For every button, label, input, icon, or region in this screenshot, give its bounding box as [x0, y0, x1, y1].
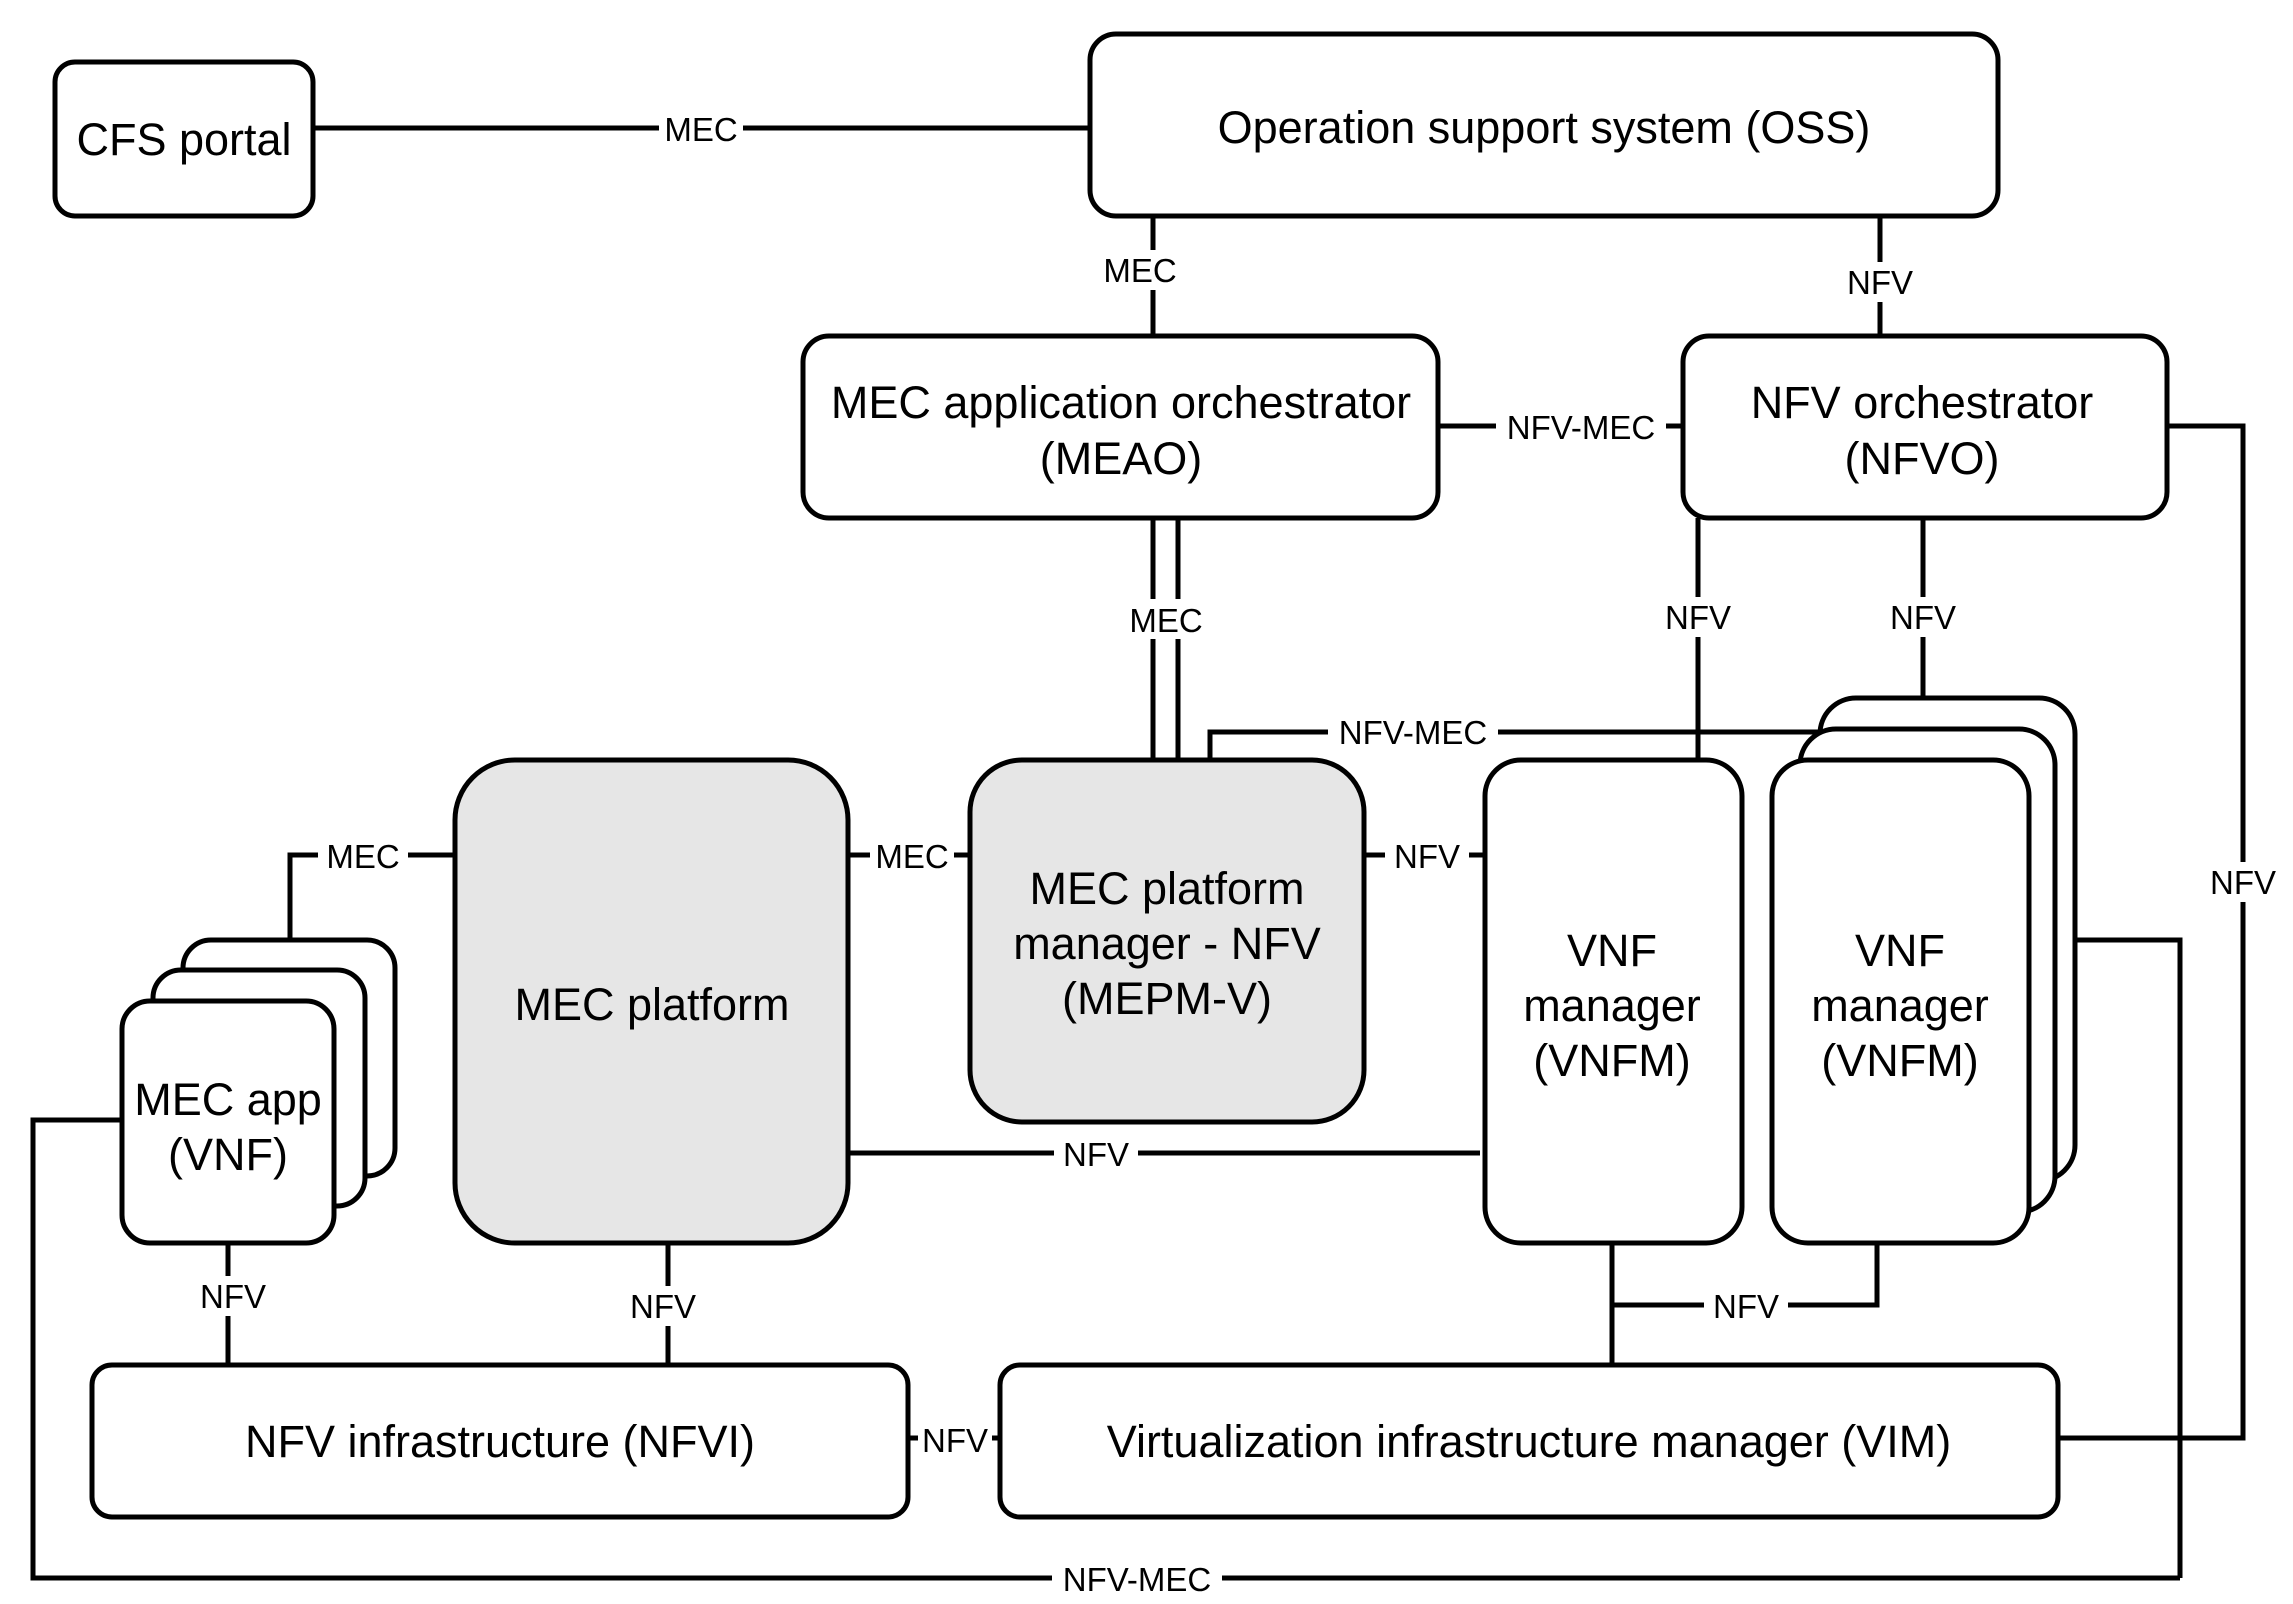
vnfm2-label-line2: manager	[1811, 980, 1989, 1031]
label-vnfm-vim: NFV	[1704, 1286, 1788, 1325]
label-platform-nfvi: NFV	[622, 1286, 706, 1326]
label-platform-vnfm1: NFV	[1054, 1134, 1138, 1173]
svg-text:NFV: NFV	[1713, 1288, 1779, 1325]
oss-box[interactable]: Operation support system (OSS)	[1087, 31, 2001, 219]
vnfm2-stack[interactable]: VNF manager (VNFM)	[1769, 695, 2078, 1246]
vnfm1-label-line2: manager	[1523, 980, 1701, 1031]
label-oss-nfvo: NFV	[1838, 262, 1922, 302]
label-nfvo-vim: NFV	[2203, 862, 2283, 902]
svg-text:MEC: MEC	[1103, 252, 1176, 289]
mec-app-label-line2: (VNF)	[168, 1129, 288, 1180]
cfs-portal-label: CFS portal	[76, 114, 291, 165]
meao-label-line1: MEC application orchestrator	[831, 377, 1411, 428]
label-nfvo-vnfm2: NFV	[1881, 597, 1965, 637]
svg-text:NFV: NFV	[1394, 838, 1460, 875]
link-vnfm2-vim-side	[2077, 937, 2183, 1578]
link-nfvo-vim	[2058, 423, 2246, 1441]
svg-text:NFV: NFV	[1665, 599, 1731, 636]
label-cfs-oss: MEC	[659, 110, 743, 148]
vnfm1-label-line1: VNF	[1567, 925, 1657, 976]
label-oss-meao: MEC	[1100, 250, 1206, 290]
label-mepm-vnfm1: NFV	[1385, 836, 1469, 875]
vnfm2-label-line1: VNF	[1855, 925, 1945, 976]
vnfm1-label-line3: (VNFM)	[1533, 1035, 1690, 1086]
oss-label: Operation support system (OSS)	[1218, 102, 1871, 153]
nfvo-box[interactable]: NFV orchestrator (NFVO)	[1680, 333, 2170, 521]
svg-text:NFV: NFV	[200, 1278, 266, 1315]
vim-box[interactable]: Virtualization infrastructure manager (V…	[997, 1362, 2061, 1520]
mepm-label-line3: (MEPM-V)	[1062, 973, 1272, 1024]
label-mepm-vnfm: NFV-MEC	[1328, 713, 1498, 751]
svg-text:NFV-MEC: NFV-MEC	[1339, 714, 1488, 751]
vnfm1-box[interactable]: VNF manager (VNFM)	[1482, 757, 1745, 1246]
nfvo-label-line2: (NFVO)	[1845, 433, 2000, 484]
svg-text:NFV: NFV	[1847, 264, 1913, 301]
vim-label: Virtualization infrastructure manager (V…	[1107, 1416, 1952, 1467]
link-mepm-vnfm	[1207, 729, 1820, 766]
nfvo-label-line1: NFV orchestrator	[1751, 377, 2094, 428]
svg-text:NFV: NFV	[1890, 599, 1956, 636]
meao-label-line2: (MEAO)	[1040, 433, 1203, 484]
label-app-platform: MEC	[318, 836, 408, 875]
svg-text:NFV: NFV	[1063, 1136, 1129, 1173]
mec-app-label-line1: MEC app	[134, 1074, 322, 1125]
svg-text:MEC: MEC	[664, 111, 737, 148]
label-nfvo-vnfm1: NFV	[1656, 597, 1740, 637]
svg-text:MEC: MEC	[875, 838, 948, 875]
svg-text:NFV: NFV	[2210, 864, 2276, 901]
mec-app-front-card	[119, 998, 337, 1246]
svg-text:NFV-MEC: NFV-MEC	[1063, 1561, 1212, 1598]
mepm-label-line2: manager - NFV	[1013, 918, 1321, 969]
mepm-label-line1: MEC platform	[1029, 863, 1304, 914]
svg-text:NFV: NFV	[630, 1288, 696, 1325]
link-vnfm-vim	[1609, 1243, 1880, 1365]
label-platform-mepm: MEC	[870, 836, 954, 875]
svg-text:NFV: NFV	[922, 1422, 988, 1459]
mec-platform-box[interactable]: MEC platform	[452, 757, 851, 1246]
vnfm2-front-card	[1769, 757, 2032, 1246]
label-meao-nfvo: NFV-MEC	[1496, 408, 1666, 446]
link-labels: MEC MEC NFV NFV-MEC MEC NFV NFV NFV	[190, 110, 2283, 1598]
nfvi-label: NFV infrastructure (NFVI)	[245, 1416, 755, 1467]
svg-text:NFV-MEC: NFV-MEC	[1507, 409, 1656, 446]
label-app-vim-bottom: NFV-MEC	[1052, 1559, 1222, 1598]
vnfm2-label-line3: (VNFM)	[1821, 1035, 1978, 1086]
mec-app-stack[interactable]: MEC app (VNF)	[119, 937, 398, 1246]
svg-text:MEC: MEC	[1129, 602, 1202, 639]
svg-text:MEC: MEC	[326, 838, 399, 875]
mec-platform-label: MEC platform	[514, 979, 789, 1030]
mepm-v-box[interactable]: MEC platform manager - NFV (MEPM-V)	[967, 757, 1367, 1125]
label-meao-mepm: MEC	[1124, 599, 1208, 639]
nfvi-box[interactable]: NFV infrastructure (NFVI)	[89, 1362, 911, 1520]
label-app-nfvi: NFV	[190, 1276, 274, 1316]
cfs-portal-box[interactable]: CFS portal	[52, 59, 316, 219]
meao-box[interactable]: MEC application orchestrator (MEAO)	[800, 333, 1441, 521]
label-nfvi-vim: NFV	[918, 1420, 992, 1459]
